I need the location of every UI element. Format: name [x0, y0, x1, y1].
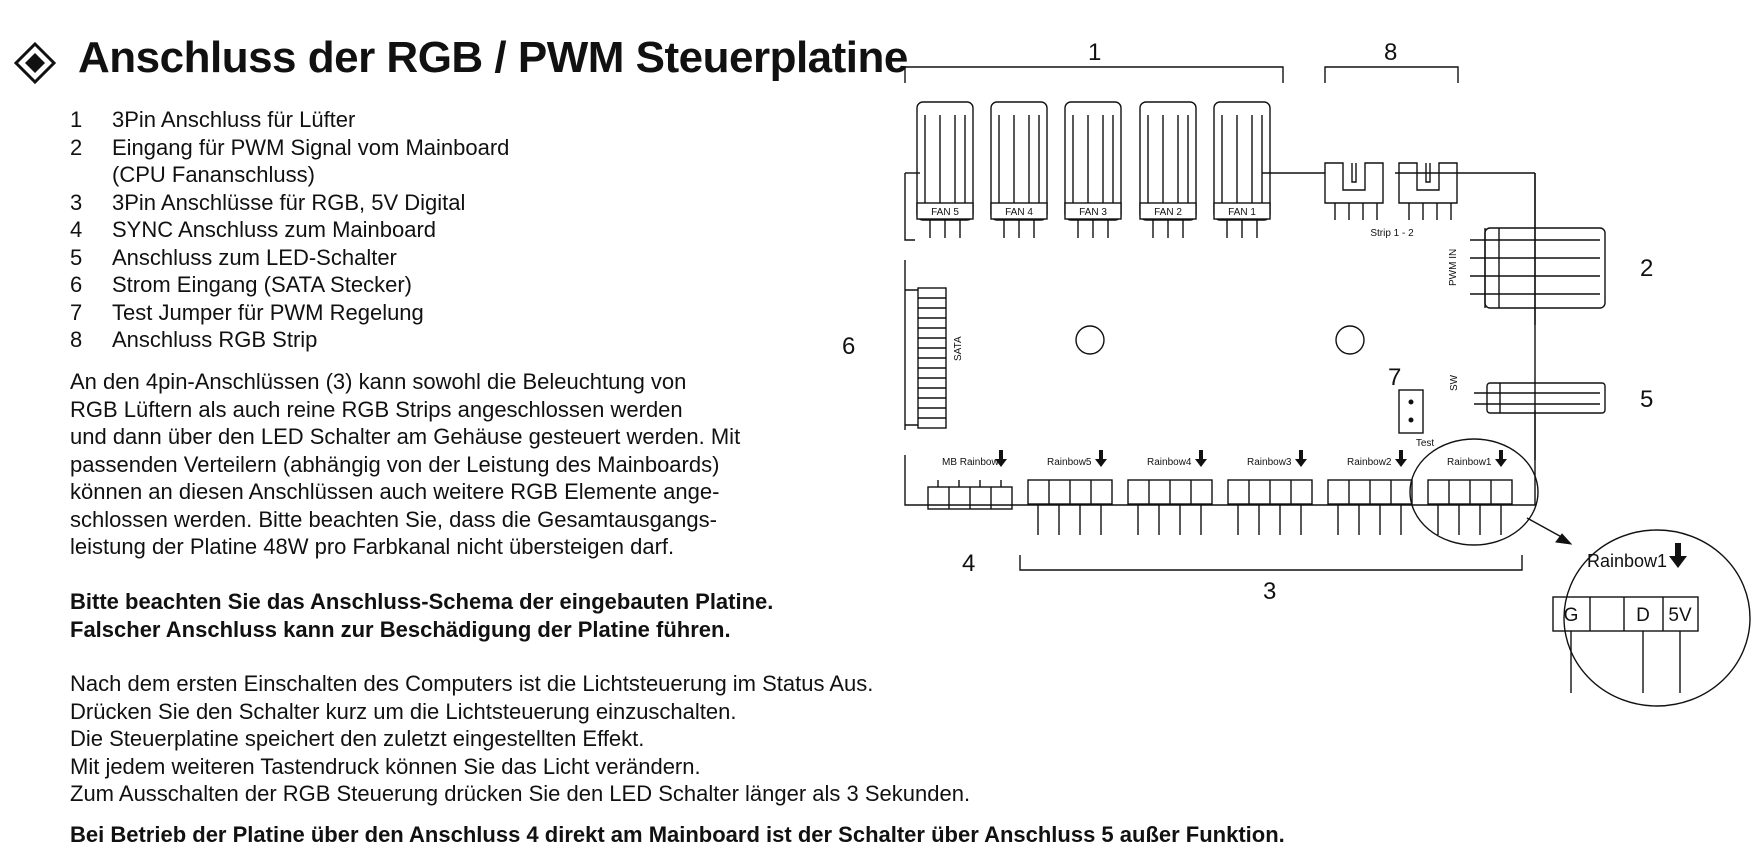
rainbow-label: Rainbow5: [1047, 457, 1092, 468]
zoom-title: Rainbow1: [1587, 551, 1667, 571]
legend-item-continuation: (CPU Fananschluss): [112, 162, 315, 187]
callout-8: 8: [1384, 39, 1397, 66]
fan-label: FAN 4: [1005, 207, 1033, 218]
pin-label-5v: 5V: [1668, 605, 1692, 626]
callout-6: 6: [842, 333, 855, 360]
fan-label: FAN 2: [1154, 207, 1182, 218]
callout-1: 1: [1088, 39, 1101, 66]
description-paragraph: An den 4pin-Anschlüssen (3) kann sowohl …: [70, 369, 741, 559]
rainbow-label: Rainbow2: [1347, 457, 1392, 468]
callout-5: 5: [1640, 386, 1653, 413]
fan-label: FAN 5: [931, 207, 959, 218]
diamond-bullet-icon: [14, 42, 56, 84]
instructions-paragraph: Nach dem ersten Einschalten des Computer…: [70, 671, 971, 806]
rainbow-label: Rainbow4: [1147, 457, 1192, 468]
pin-label-g: G: [1564, 605, 1579, 626]
pwm-in-label: PWM IN: [1448, 249, 1459, 286]
sata-label: SATA: [953, 336, 964, 361]
fan-label: FAN 1: [1228, 207, 1256, 218]
pin-label-d: D: [1636, 605, 1650, 626]
strip-label: Strip 1 - 2: [1370, 228, 1414, 239]
callout-4: 4: [962, 550, 975, 577]
rainbow-label: Rainbow3: [1247, 457, 1292, 468]
rainbow-headers: [927, 479, 1513, 535]
fan-headers: [916, 101, 1271, 238]
fan-label: FAN 3: [1079, 207, 1107, 218]
callout-3: 3: [1263, 578, 1276, 605]
sata-connector: [905, 287, 947, 429]
page-title: Anschluss der RGB / PWM Steuerplatine: [78, 33, 908, 82]
strip-connectors: [1324, 162, 1458, 220]
callout-7: 7: [1388, 364, 1401, 391]
test-label: Test: [1416, 438, 1435, 449]
footer-note: Bei Betrieb der Platine über den Anschlu…: [70, 822, 1285, 847]
callout-2: 2: [1640, 255, 1653, 282]
warning-text: Bitte beachten Sie das Anschluss-Schema …: [70, 589, 774, 642]
pwm-in-connector: [1470, 227, 1606, 309]
rainbow-label: Rainbow1: [1447, 457, 1492, 468]
mb-rainbow-label: MB Rainbow: [942, 457, 999, 468]
sw-label: SW: [1449, 374, 1460, 391]
sw-connector: [1474, 382, 1606, 414]
